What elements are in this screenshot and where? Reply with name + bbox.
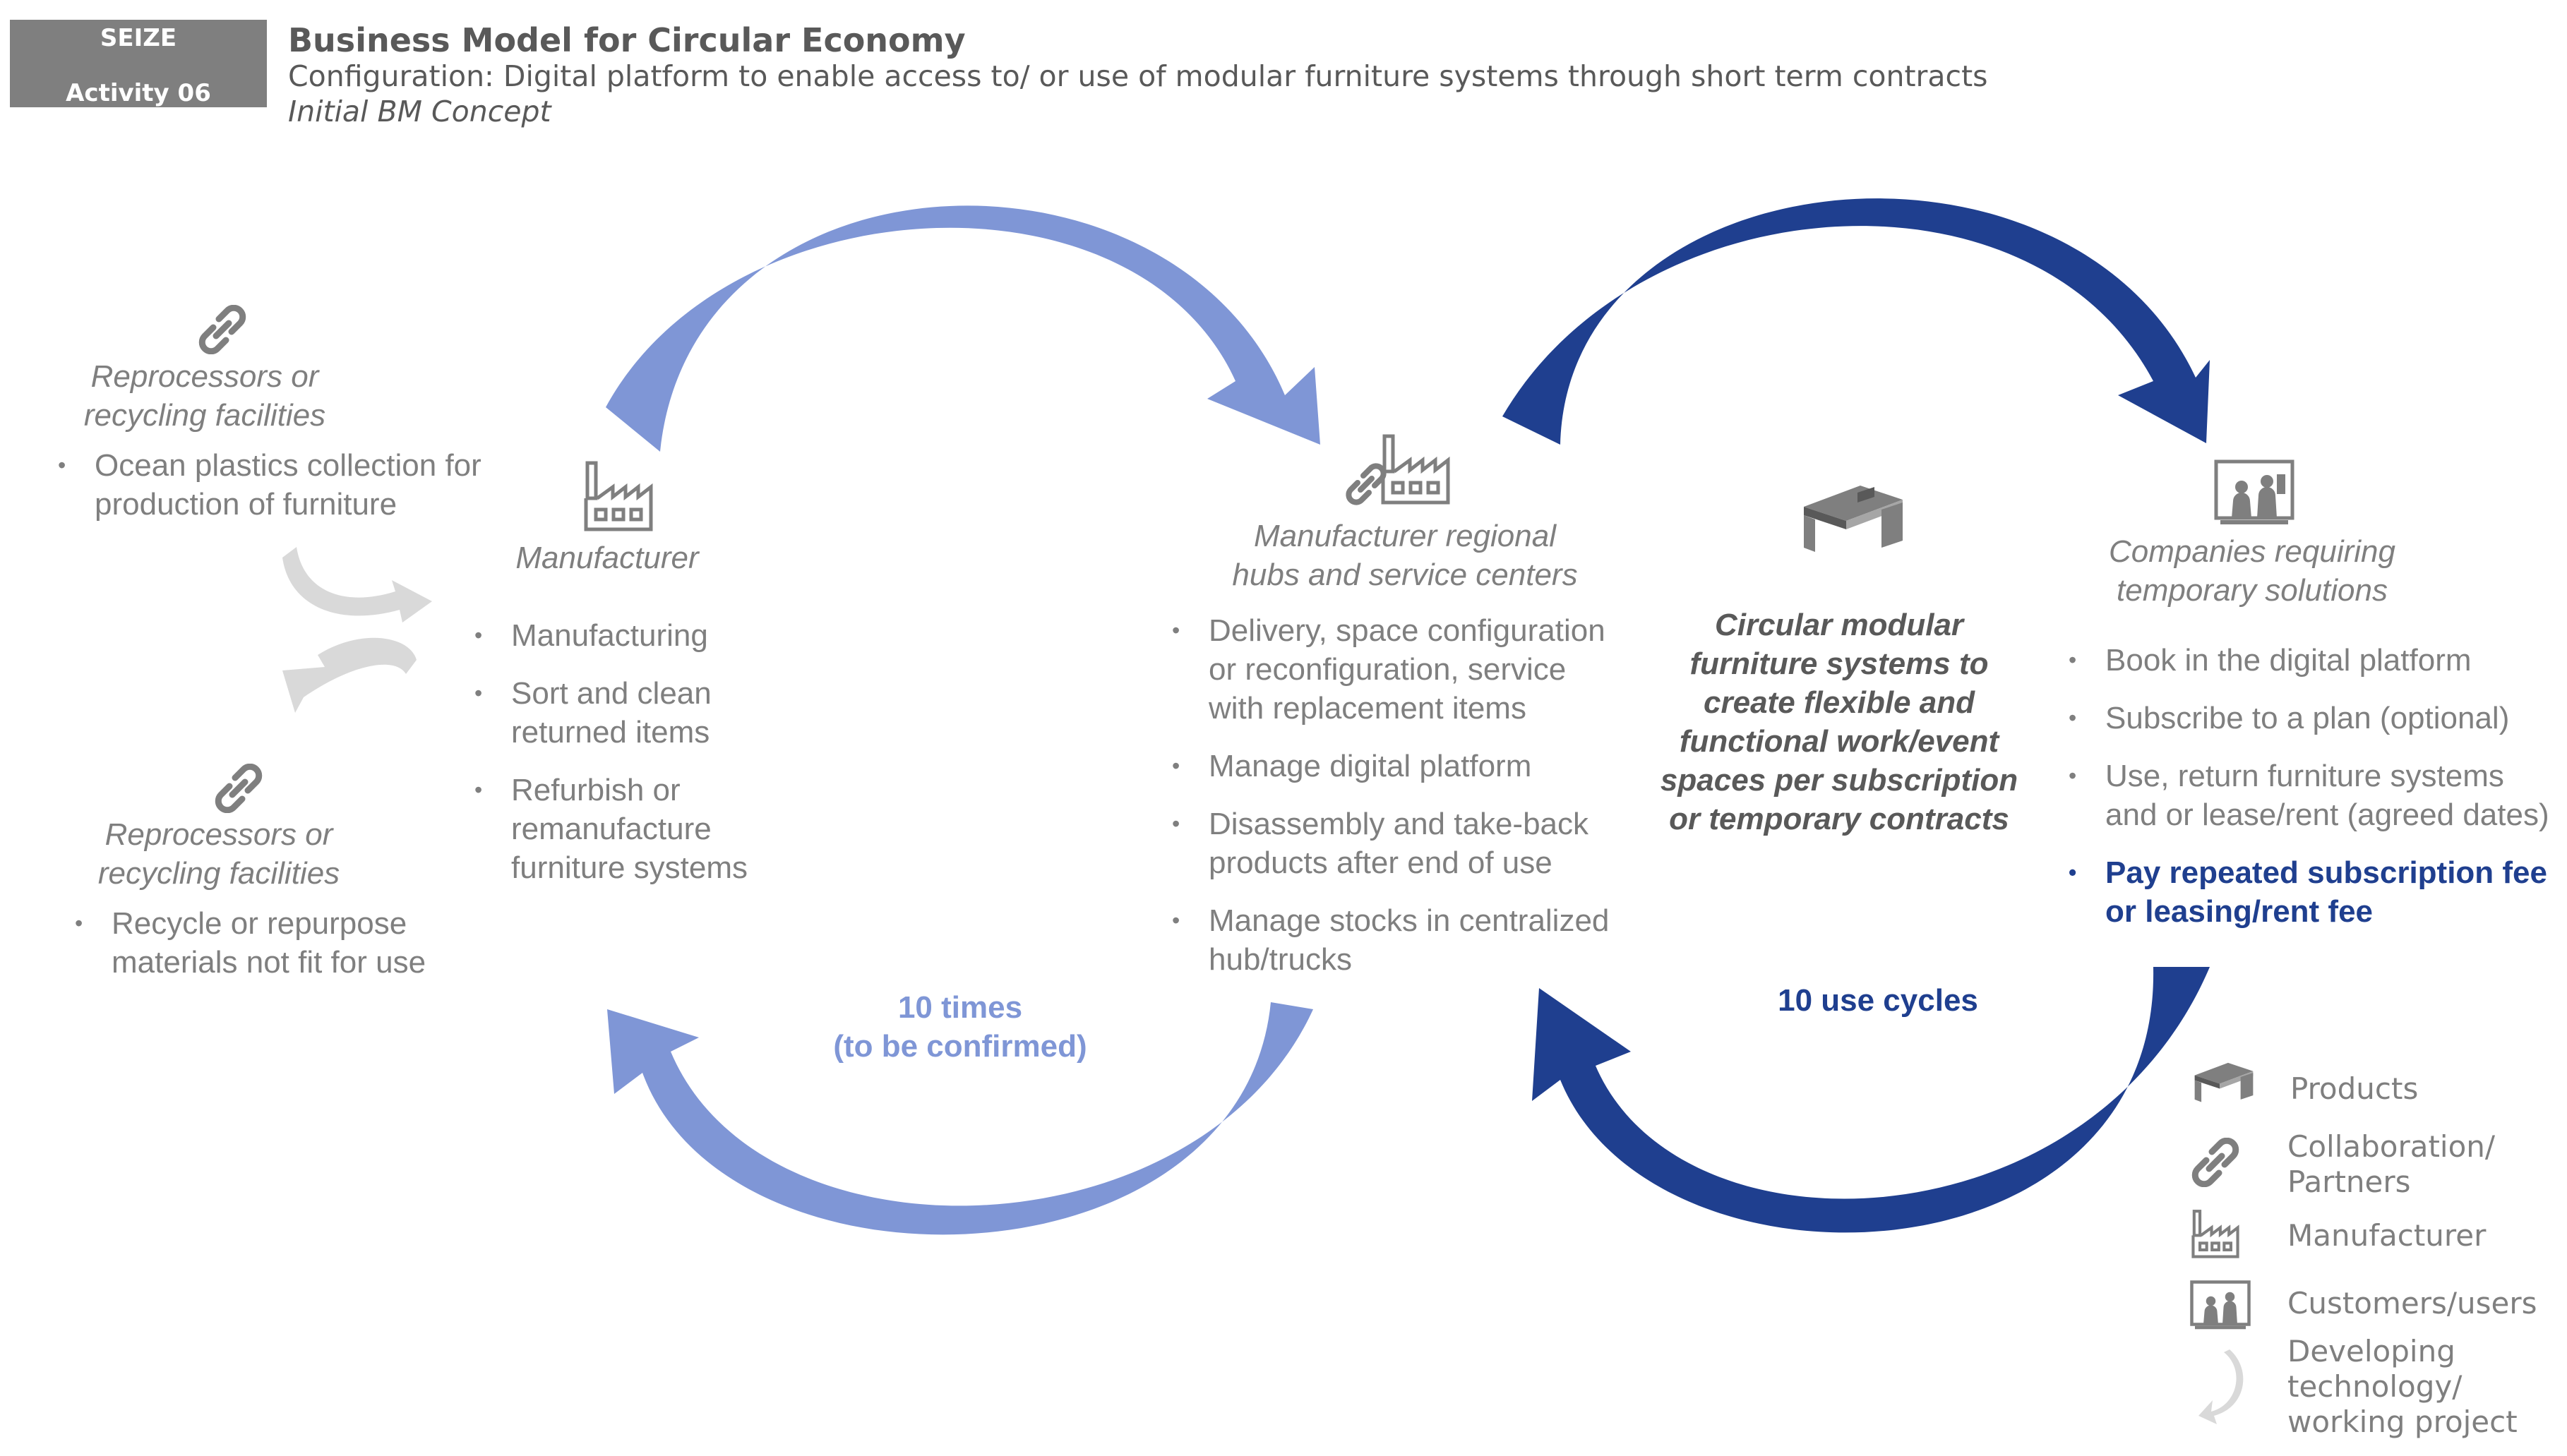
list-item: Delivery, space configuration or reconfi… xyxy=(1172,611,1675,728)
legend-manufacturer: Manufacturer xyxy=(2287,1218,2487,1253)
list-item: Subscribe to a plan (optional) xyxy=(2069,699,2567,738)
chain-link-icon xyxy=(198,305,246,354)
reprocessors-top-list: Ocean plastics collection for production… xyxy=(55,446,575,543)
arrow-top-right xyxy=(1502,198,2210,445)
chain-link-legend-icon xyxy=(2191,1138,2239,1187)
actor-line: hubs and service centers xyxy=(1232,558,1578,592)
desk-icon xyxy=(1804,486,1903,552)
reprocessors-bottom-actor: Reprocessors or recycling facilities xyxy=(64,815,374,893)
list-item: Disassembly and take-back products after… xyxy=(1172,805,1675,882)
chain-link-icon xyxy=(215,764,263,813)
manufacturer-list: Manufacturing Sort and clean returned it… xyxy=(472,616,878,906)
customers-icon xyxy=(2214,459,2294,524)
badge-title: SEIZE xyxy=(100,24,177,52)
actor-line: Reprocessors or xyxy=(90,359,319,394)
factory-icon xyxy=(584,461,653,531)
list-item: Manage stocks in centralized hub/trucks xyxy=(1172,901,1675,979)
customers-actor: Companies requiring temporary solutions xyxy=(2069,532,2436,610)
factory-hub-icon xyxy=(1346,434,1450,505)
actor-line: temporary solutions xyxy=(2117,573,2388,608)
manufacturer-actor: Manufacturer xyxy=(515,541,699,575)
hubs-list: Delivery, space configuration or reconfi… xyxy=(1169,611,1675,998)
list-item: Book in the digital platform xyxy=(2069,641,2567,680)
hubs-actor: Manufacturer regional hubs and service c… xyxy=(1200,517,1610,594)
right-cycle-label: 10 use cycles xyxy=(1778,983,1978,1018)
reprocessors-top-actor: Reprocessors or recycling facilities xyxy=(49,357,360,435)
legend-partners: Collaboration/ Partners xyxy=(2287,1129,2496,1199)
actor-line: Manufacturer regional xyxy=(1253,519,1556,553)
configuration-text: Configuration: Digital platform to enabl… xyxy=(288,59,1988,93)
legend-customers: Customers/users xyxy=(2287,1286,2537,1320)
activity-badge: SEIZE Activity 06 xyxy=(10,20,267,107)
arrow-bottom-right xyxy=(1532,967,2210,1233)
customers-legend-icon xyxy=(2190,1280,2251,1330)
list-item: Use, return furniture systems and or lea… xyxy=(2069,757,2567,834)
value-proposition: Circular modular furniture systems to cr… xyxy=(1660,608,2018,836)
developing-legend-icon xyxy=(2198,1349,2244,1424)
gray-arrow-1 xyxy=(282,547,432,622)
products-legend-icon xyxy=(2194,1062,2254,1102)
actor-line: Reprocessors or xyxy=(104,817,333,852)
actor-line: recycling facilities xyxy=(83,398,326,433)
list-item: Recycle or repurpose materials not fit f… xyxy=(75,904,563,982)
actor-line: Companies requiring xyxy=(2109,534,2395,569)
arrow-top-left xyxy=(606,205,1320,452)
legend-developing: Developing technology/ working project xyxy=(2287,1334,2518,1439)
highlight-list-item: Pay repeated subscription fee or leasing… xyxy=(2069,853,2567,931)
list-item: Refurbish or remanufacture furniture sys… xyxy=(474,771,878,887)
list-item: Manage digital platform xyxy=(1172,747,1675,786)
actor-line: recycling facilities xyxy=(97,856,340,891)
list-item: Sort and clean returned items xyxy=(474,674,878,752)
badge-activity: Activity 06 xyxy=(66,79,211,107)
customers-list: Book in the digital platform Subscribe t… xyxy=(2066,641,2567,950)
arrow-bottom-left xyxy=(607,1002,1313,1235)
page-title: Business Model for Circular Economy xyxy=(288,21,966,59)
list-item: Ocean plastics collection for production… xyxy=(58,446,575,524)
factory-legend-icon xyxy=(2191,1210,2239,1258)
gray-arrow-2 xyxy=(282,637,417,713)
reprocessors-bottom-list: Recycle or repurpose materials not fit f… xyxy=(72,904,563,1001)
concept-subtitle: Initial BM Concept xyxy=(288,95,551,128)
list-item: Manufacturing xyxy=(474,616,878,655)
left-cycle-label: 10 times (to be confirmed) xyxy=(833,990,1087,1064)
legend-products: Products xyxy=(2290,1071,2419,1106)
